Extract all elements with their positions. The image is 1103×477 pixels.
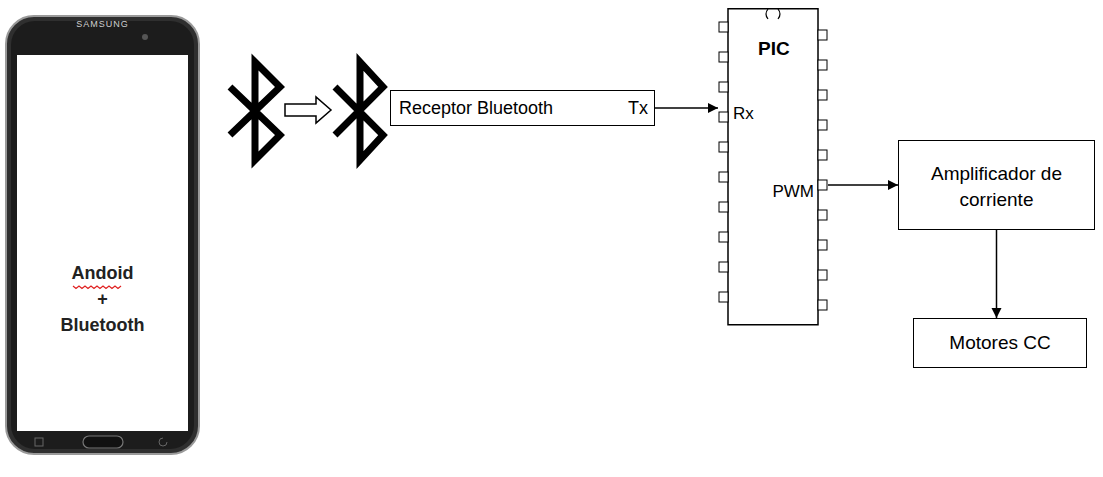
pin-name: PWM bbox=[772, 182, 814, 202]
phone-camera bbox=[142, 34, 148, 40]
chip-body bbox=[728, 9, 818, 325]
chip-pin bbox=[818, 30, 827, 40]
chip-pin bbox=[818, 240, 827, 250]
chip-pin bbox=[818, 120, 827, 130]
chip-pin bbox=[818, 90, 827, 100]
signal-arrow bbox=[655, 103, 718, 113]
hollow-arrow bbox=[285, 97, 331, 123]
phone-bezel bbox=[11, 21, 194, 449]
chip-pin bbox=[818, 270, 827, 280]
chip-pin bbox=[818, 300, 827, 310]
process-label: Receptor Bluetooth bbox=[399, 98, 553, 119]
pin-name: Rx bbox=[733, 104, 754, 124]
bluetooth-symbol bbox=[335, 62, 383, 160]
chip-pin bbox=[719, 262, 728, 272]
chip-pin bbox=[719, 112, 728, 122]
chip-pin bbox=[719, 172, 728, 182]
process-box: Amplificador de corriente bbox=[898, 140, 1095, 230]
microcontroller-chip: PIC RxPWM bbox=[718, 8, 828, 326]
phone-device: SAMSUNG Andoid + Bluetooth bbox=[5, 15, 200, 455]
chip-pin bbox=[818, 150, 827, 160]
pin-name: Tx bbox=[628, 98, 648, 119]
home-button bbox=[83, 436, 123, 448]
device-label: Andoid + Bluetooth bbox=[42, 260, 163, 338]
connector-line bbox=[828, 184, 898, 186]
chip-name: PIC bbox=[758, 38, 790, 60]
back-key bbox=[159, 438, 167, 446]
arrowhead bbox=[708, 103, 718, 113]
chip-notch bbox=[766, 9, 780, 19]
chip-pin bbox=[818, 60, 827, 70]
phone-screen bbox=[17, 55, 188, 431]
chip-pin bbox=[719, 142, 728, 152]
chip-pin bbox=[719, 202, 728, 212]
connector-line bbox=[996, 230, 998, 318]
chip-pin bbox=[719, 82, 728, 92]
chip-pin bbox=[719, 22, 728, 32]
chip-pin bbox=[719, 52, 728, 62]
receiver-box: Receptor Bluetooth Tx bbox=[390, 90, 655, 126]
signal-arrow bbox=[992, 230, 1002, 318]
menu-key bbox=[35, 438, 43, 446]
bluetooth-symbol bbox=[230, 62, 280, 160]
arrowhead bbox=[992, 308, 1002, 318]
chip-pin bbox=[719, 292, 728, 302]
process-label: Motores CC bbox=[914, 332, 1086, 354]
chip-pin bbox=[818, 210, 827, 220]
chip-pin bbox=[719, 232, 728, 242]
spellcheck-underline bbox=[73, 286, 121, 289]
process-box: Motores CC bbox=[913, 318, 1087, 368]
chip-pin bbox=[818, 180, 827, 190]
arrowhead bbox=[888, 180, 898, 190]
process-label: Amplificador de corriente bbox=[909, 161, 1084, 213]
signal-arrow bbox=[828, 180, 898, 190]
phone-illustration bbox=[5, 15, 200, 455]
phone-body bbox=[6, 16, 199, 454]
brand-text: SAMSUNG bbox=[5, 19, 200, 29]
